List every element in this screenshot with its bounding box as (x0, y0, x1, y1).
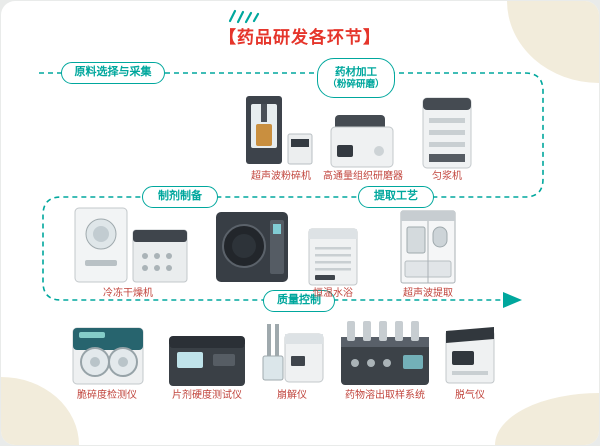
title-sparkle-icon (228, 9, 260, 24)
equipment-label-homogenizer: 匀浆机 (432, 171, 462, 182)
stage-label: 制剂制备 (158, 190, 202, 203)
water-bath-illustration (307, 227, 359, 292)
ultrasonic-extractor-illustration (397, 209, 459, 292)
tissue-grinder-illustration (329, 113, 397, 174)
equipment-label-degasser: 脱气仪 (455, 390, 485, 401)
homogenizer-illustration (419, 96, 475, 175)
homogenizer-image (422, 97, 472, 169)
equipment-label-water-bath: 恒温水浴 (313, 288, 353, 299)
tissue-grinder-image (330, 115, 394, 168)
freeze-dryer-image (74, 207, 188, 283)
equipment-label-freeze-dryer: 冷冻干燥机 (103, 288, 153, 299)
dissolution-sampling-system-image (341, 321, 429, 385)
stage-pill-material-processing: 药材加工 （粉碎研磨） (317, 58, 395, 98)
stage-pill-formulation: 制剂制备 (142, 186, 218, 208)
degasser-illustration (444, 325, 496, 390)
equipment-label-ultrasonic-extractor: 超声波提取 (403, 288, 453, 299)
ultrasonic-crusher-image (246, 96, 313, 165)
equipment-label-tissue-grinder: 高通量组织研磨器 (323, 171, 403, 182)
stage-pill-raw-material: 原料选择与采集 (61, 62, 165, 84)
degasser-image (445, 327, 495, 384)
disintegration-tester-illustration (261, 322, 325, 391)
tablet-hardness-tester-illustration (167, 334, 247, 393)
water-bath-image (308, 228, 358, 286)
stage-label: 原料选择与采集 (74, 66, 152, 79)
ultrasonic-crusher-illustration (244, 94, 314, 175)
stage-pill-extraction: 提取工艺 (358, 186, 434, 208)
page-title: 【药品研发各环节】 (219, 28, 381, 47)
equipment-label-ultrasonic-crusher: 超声波粉碎机 (251, 171, 311, 182)
ultrasonic-extractor-image (400, 210, 456, 284)
vacuum-chamber-dryer-image (216, 212, 288, 282)
vacuum-chamber-dryer-illustration (214, 206, 290, 291)
flow-arrow-icon (503, 292, 522, 308)
equipment-label-dissolution-sampling-system: 药物溶出取样系统 (345, 390, 425, 401)
stage-sublabel: （粉碎研磨） (327, 78, 385, 90)
equipment-label-tablet-hardness-tester: 片剂硬度测试仪 (172, 390, 242, 401)
stage-label: 提取工艺 (374, 190, 418, 203)
equipment-label-friability-tester: 脆碎度检测仪 (77, 390, 137, 401)
dissolution-sampling-system-illustration (339, 319, 431, 392)
stage-label: 质量控制 (277, 294, 321, 307)
freeze-dryer-illustration (73, 204, 189, 291)
friability-tester-illustration (71, 324, 145, 393)
stage-pill-quality-control: 质量控制 (263, 290, 335, 312)
friability-tester-image (72, 327, 144, 385)
tablet-hardness-tester-image (169, 336, 245, 386)
equipment-label-disintegration-tester: 崩解仪 (277, 390, 307, 401)
disintegration-tester-image (262, 324, 324, 383)
stage-label: 药材加工 (335, 66, 377, 78)
